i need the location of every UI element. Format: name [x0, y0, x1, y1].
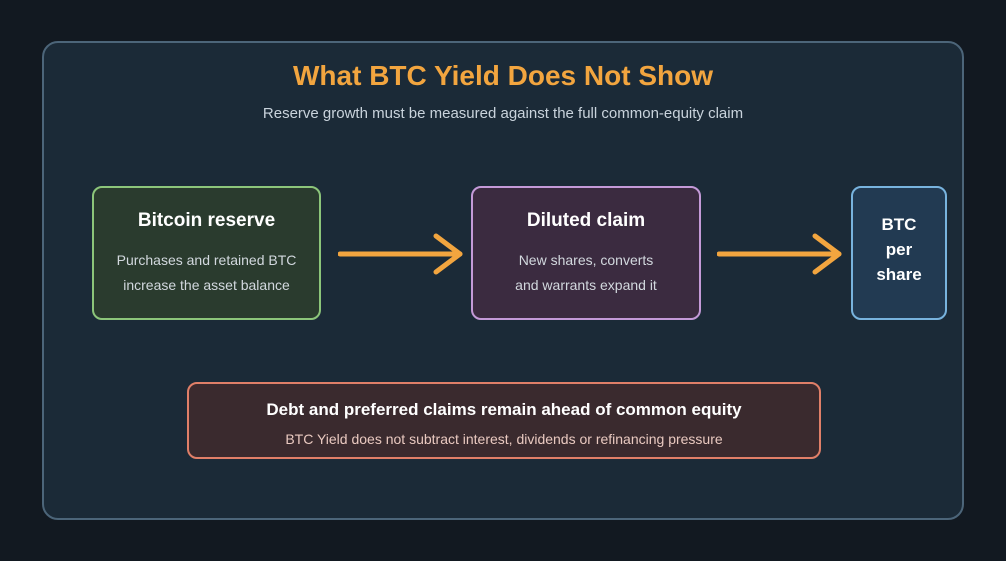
arrow-right-icon — [338, 233, 463, 275]
btc-per-share-box: BTC per share — [851, 186, 947, 320]
debt-claims-description: BTC Yield does not subtract interest, di… — [285, 431, 723, 447]
diluted-claim-title: Diluted claim — [526, 210, 646, 231]
debt-claims-box: Debt and preferred claims remain ahead o… — [187, 382, 821, 459]
diluted-claim-description: New shares, converts and warrants expand… — [481, 248, 691, 298]
btc-per-share-line-2: per — [885, 240, 913, 259]
diluted-claim-line-1: New shares, converts — [518, 252, 654, 268]
bitcoin-reserve-line-1: Purchases and retained BTC — [116, 252, 297, 268]
diluted-claim-line-2: and warrants expand it — [515, 277, 657, 293]
bitcoin-reserve-box: Bitcoin reserve Purchases and retained B… — [92, 186, 321, 320]
bitcoin-reserve-title: Bitcoin reserve — [137, 210, 276, 231]
arrow-right-icon — [717, 233, 842, 275]
bitcoin-reserve-line-2: increase the asset balance — [123, 277, 290, 293]
btc-per-share-line-1: BTC — [881, 215, 917, 234]
diagram-title: What BTC Yield Does Not Show — [292, 60, 713, 91]
diluted-claim-box: Diluted claim New shares, converts and w… — [471, 186, 701, 320]
debt-claims-title: Debt and preferred claims remain ahead o… — [266, 400, 742, 419]
btc-per-share-label: BTC per share — [853, 212, 945, 287]
diagram-subtitle: Reserve growth must be measured against … — [262, 105, 744, 122]
bitcoin-reserve-description: Purchases and retained BTC increase the … — [102, 248, 311, 298]
btc-per-share-line-3: share — [876, 265, 922, 284]
